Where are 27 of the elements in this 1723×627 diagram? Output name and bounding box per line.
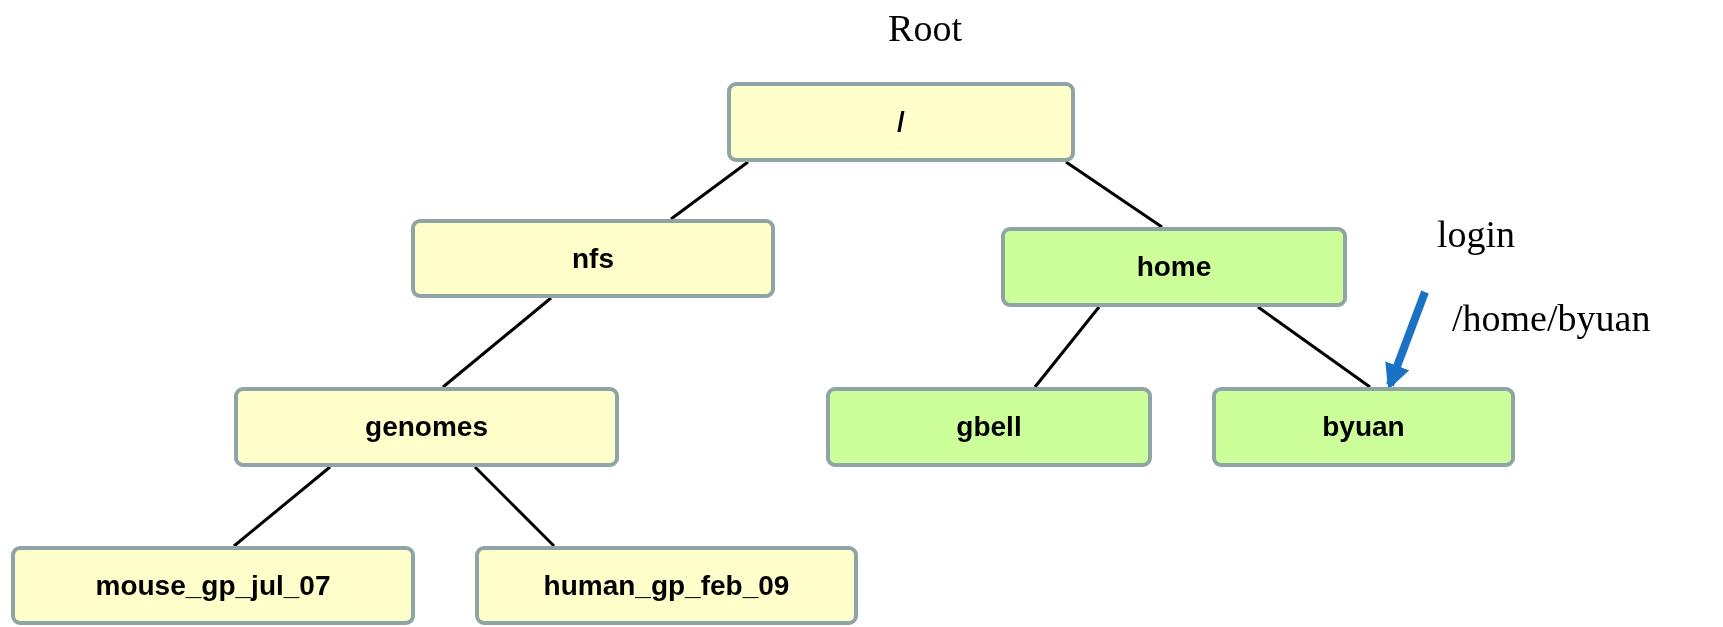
connector-line (1257, 305, 1371, 389)
connector-line (1065, 160, 1163, 229)
connector-line (473, 465, 556, 548)
annotation-text: /home/byuan (1452, 296, 1651, 340)
folder-name: / (897, 106, 905, 138)
folder-box (1001, 227, 1347, 307)
connector-line (442, 296, 552, 389)
folder-name: human_gp_feb_09 (543, 569, 790, 602)
arrow (1385, 290, 1429, 390)
folder-name: genomes (365, 411, 488, 443)
connector-line (670, 160, 749, 221)
folder-box (234, 387, 619, 467)
folder-box (727, 82, 1075, 162)
folder-name: nfs (572, 242, 614, 275)
node-caption: Root (888, 6, 962, 50)
folder-box (11, 546, 415, 625)
folder-name: mouse_gp_jul_07 (95, 569, 331, 602)
folder-box (411, 219, 775, 298)
folder-box (1212, 387, 1515, 467)
connector-line (1033, 306, 1101, 388)
folder-name: byuan (1322, 411, 1405, 443)
folder-box (475, 546, 858, 625)
folder-name: home (1136, 251, 1212, 283)
folder-box (826, 387, 1152, 467)
connector-line (233, 465, 331, 548)
annotation-text: login (1437, 212, 1516, 256)
folder-name: gbell (956, 411, 1022, 443)
